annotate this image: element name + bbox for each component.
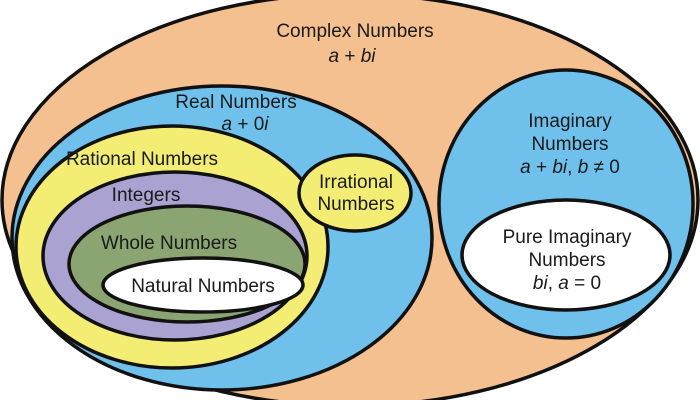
- pure-imaginary-numbers-region: [460, 198, 672, 312]
- real-numbers-label: Real Numbers: [175, 92, 296, 113]
- real-numbers-form: a + 0i: [221, 114, 269, 135]
- irrational-numbers-label-line2: Numbers: [317, 194, 394, 215]
- irrational-numbers-region: [297, 153, 413, 233]
- complex-numbers-form: a + bi: [328, 46, 376, 67]
- imaginary-numbers-label-line2: Numbers: [531, 134, 608, 155]
- pure-imaginary-numbers-label-line2: Numbers: [528, 250, 605, 271]
- natural-numbers-region: [101, 256, 305, 314]
- whole-numbers-label: Whole Numbers: [101, 233, 237, 254]
- imaginary-numbers-form: a + bi, b ≠ 0: [520, 157, 620, 178]
- complex-numbers-label: Complex Numbers: [276, 21, 433, 42]
- irrational-numbers-label-line1: Irrational: [319, 172, 393, 193]
- pure-imaginary-numbers-form: bi, a = 0: [533, 273, 601, 294]
- integers-label: Integers: [112, 185, 181, 206]
- natural-numbers-label: Natural Numbers: [131, 276, 275, 297]
- rational-numbers-label: Rational Numbers: [66, 149, 218, 170]
- pure-imaginary-numbers-label-line1: Pure Imaginary: [503, 227, 632, 248]
- imaginary-numbers-label-line1: Imaginary: [528, 111, 612, 132]
